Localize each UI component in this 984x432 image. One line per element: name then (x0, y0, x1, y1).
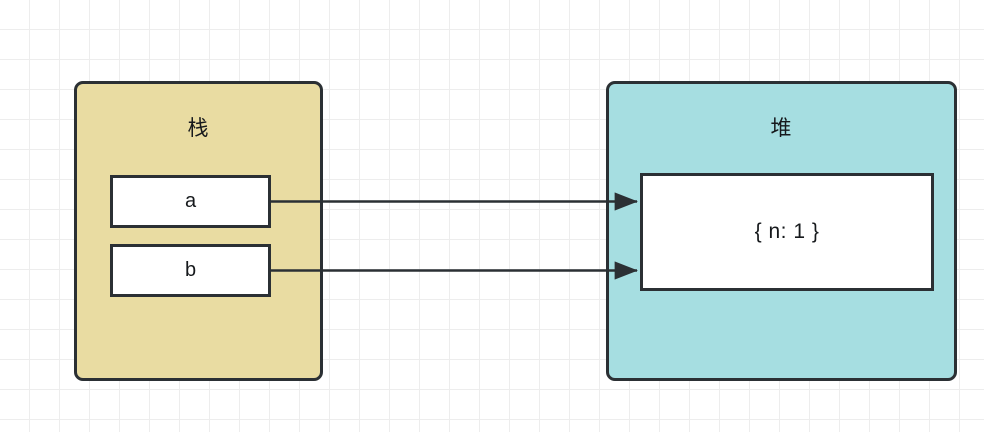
stack-cell-a[interactable]: a (110, 175, 271, 228)
stack-region[interactable]: 栈 (74, 81, 323, 381)
heap-region-title: 堆 (770, 117, 793, 140)
stack-region-title: 栈 (187, 117, 210, 140)
heap-object-cell[interactable]: { n: 1 } (640, 173, 934, 291)
stack-cell-b[interactable]: b (110, 244, 271, 297)
